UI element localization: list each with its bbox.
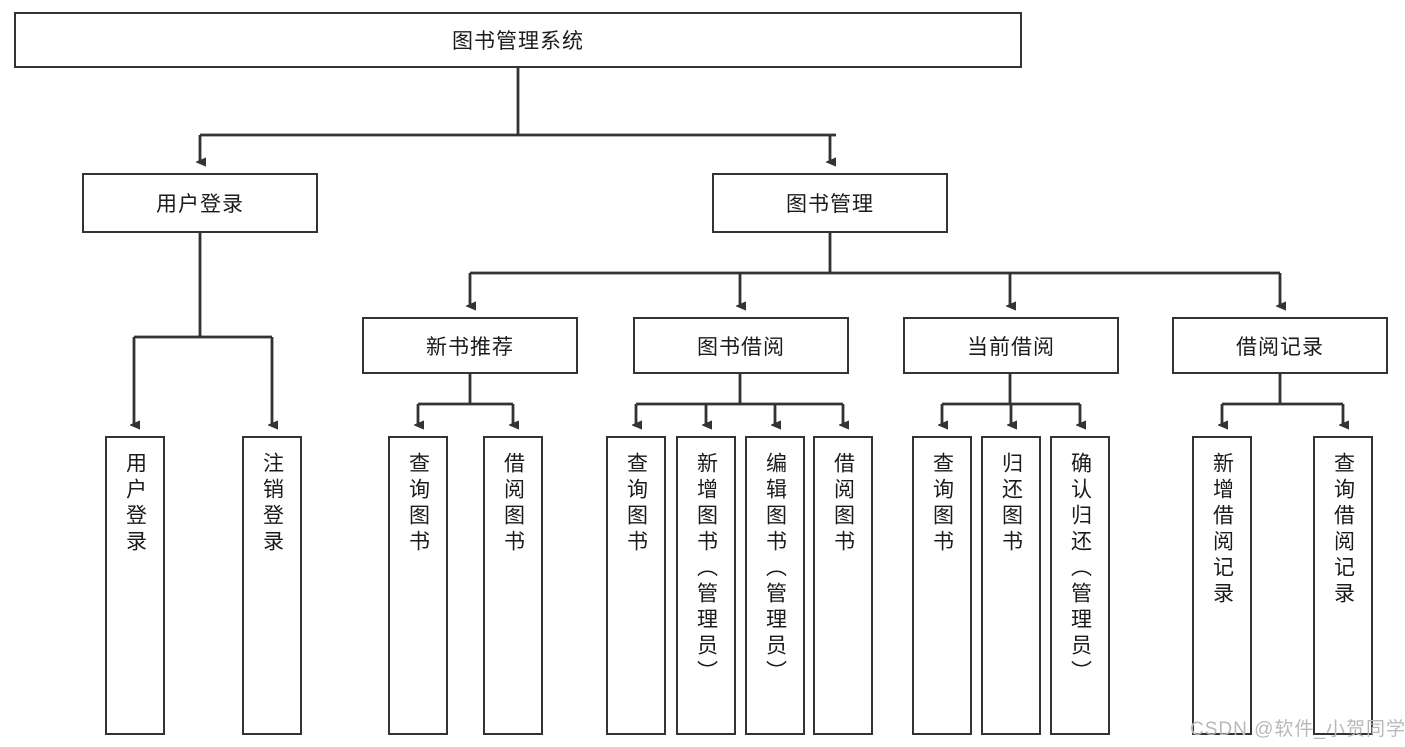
node-current-borrow-label: 当前借阅 xyxy=(967,335,1055,359)
leaf-label: 查询图书 xyxy=(406,452,430,556)
node-borrow-record[interactable]: 借阅记录 xyxy=(1172,317,1388,374)
node-root-label: 图书管理系统 xyxy=(452,30,584,53)
leaf-label: 编辑图书（管理员） xyxy=(763,452,787,686)
leaf-query-book-recommend[interactable]: 查询图书 xyxy=(388,436,448,735)
leaf-return-book[interactable]: 归还图书 xyxy=(981,436,1041,735)
leaf-borrow-book[interactable]: 借阅图书 xyxy=(813,436,873,735)
leaf-query-book-borrow[interactable]: 查询图书 xyxy=(606,436,666,735)
leaf-add-borrow-record[interactable]: 新增借阅记录 xyxy=(1192,436,1252,735)
leaf-label: 新增借阅记录 xyxy=(1210,452,1234,608)
node-book-management-label: 图书管理 xyxy=(786,193,874,216)
node-book-borrow[interactable]: 图书借阅 xyxy=(633,317,849,374)
watermark-text: CSDN @软件_小贺同学 xyxy=(1190,719,1405,740)
leaf-label: 新增图书（管理员） xyxy=(694,452,718,686)
leaf-label: 注销登录 xyxy=(260,452,284,556)
node-borrow-record-label: 借阅记录 xyxy=(1236,335,1324,359)
leaf-label: 借阅图书 xyxy=(501,452,525,556)
node-book-borrow-label: 图书借阅 xyxy=(697,335,785,359)
leaf-borrow-book-recommend[interactable]: 借阅图书 xyxy=(483,436,543,735)
leaf-label: 查询图书 xyxy=(624,452,648,556)
leaf-label: 用户登录 xyxy=(123,452,147,556)
leaf-label: 确认归还（管理员） xyxy=(1068,452,1092,686)
node-current-borrow[interactable]: 当前借阅 xyxy=(903,317,1119,374)
leaf-label: 归还图书 xyxy=(999,452,1023,556)
leaf-add-book-admin[interactable]: 新增图书（管理员） xyxy=(676,436,736,735)
node-user-login[interactable]: 用户登录 xyxy=(82,173,318,233)
node-new-book-recommend-label: 新书推荐 xyxy=(426,335,514,359)
leaf-label: 借阅图书 xyxy=(831,452,855,556)
leaf-confirm-return-admin[interactable]: 确认归还（管理员） xyxy=(1050,436,1110,735)
leaf-user-logout[interactable]: 注销登录 xyxy=(242,436,302,735)
leaf-query-borrow-record[interactable]: 查询借阅记录 xyxy=(1313,436,1373,735)
node-user-login-label: 用户登录 xyxy=(156,193,244,216)
leaf-user-login[interactable]: 用户登录 xyxy=(105,436,165,735)
leaf-query-book-current[interactable]: 查询图书 xyxy=(912,436,972,735)
node-new-book-recommend[interactable]: 新书推荐 xyxy=(362,317,578,374)
node-root[interactable]: 图书管理系统 xyxy=(14,12,1022,68)
leaf-label: 查询借阅记录 xyxy=(1331,452,1355,608)
leaf-edit-book-admin[interactable]: 编辑图书（管理员） xyxy=(745,436,805,735)
leaf-label: 查询图书 xyxy=(930,452,954,556)
node-book-management[interactable]: 图书管理 xyxy=(712,173,948,233)
